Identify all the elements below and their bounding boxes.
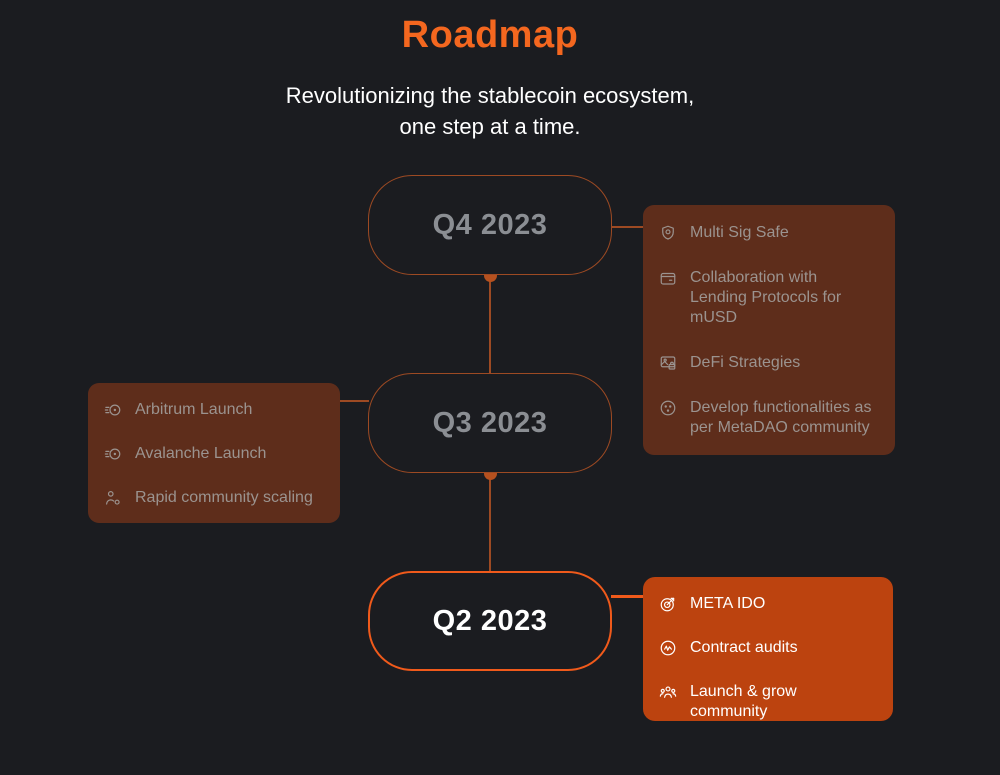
list-item-label: DeFi Strategies [690, 354, 801, 371]
launch-disc-icon [104, 401, 122, 419]
q2-details-panel: META IDO Contract audits [643, 577, 893, 721]
timeline-node-q3-2023: Q3 2023 [368, 373, 612, 473]
face-icon [659, 399, 677, 417]
list-item: META IDO [659, 594, 877, 614]
wallet-icon [659, 269, 677, 287]
image-lock-icon [659, 354, 677, 372]
person-scaling-icon [104, 489, 122, 507]
list-item: Avalanche Launch [104, 444, 324, 464]
list-item: Collaboration with Lending Protocols for… [659, 268, 879, 328]
shield-icon [659, 224, 677, 242]
target-icon [659, 595, 677, 613]
group-icon [659, 683, 677, 701]
list-item-label: Collaboration with Lending Protocols for… [690, 269, 842, 326]
connector-q4-to-panel [612, 226, 644, 228]
list-item: Multi Sig Safe [659, 223, 879, 243]
list-item-label: Rapid community scaling [135, 489, 313, 506]
list-item-label: Avalanche Launch [135, 445, 267, 462]
q4-details-panel: Multi Sig Safe Collaboration with Lendin… [643, 205, 895, 455]
connector-q3-to-panel [337, 400, 369, 402]
node-label: Q2 2023 [432, 604, 548, 637]
list-item: Contract audits [659, 638, 877, 658]
page-subtitle: Revolutionizing the stablecoin ecosystem… [0, 80, 980, 142]
list-item: Arbitrum Launch [104, 400, 324, 420]
subtitle-line-2: one step at a time. [399, 114, 581, 139]
list-item-label: META IDO [690, 595, 766, 612]
list-item: DeFi Strategies [659, 353, 879, 373]
list-item-label: Arbitrum Launch [135, 401, 253, 418]
timeline-node-q4-2023: Q4 2023 [368, 175, 612, 275]
list-item: Launch & grow community [659, 682, 877, 722]
list-item: Rapid community scaling [104, 488, 324, 508]
connector-q4-to-q3 [489, 275, 491, 373]
node-label: Q4 2023 [432, 208, 548, 241]
launch-disc-icon [104, 445, 122, 463]
list-item-label: Contract audits [690, 639, 798, 656]
audit-icon [659, 639, 677, 657]
list-item: Develop functionalities as per MetaDAO c… [659, 398, 879, 438]
list-item-label: Launch & grow community [690, 683, 797, 720]
timeline-node-q2-2023: Q2 2023 [368, 571, 612, 671]
list-item-label: Develop functionalities as per MetaDAO c… [690, 399, 872, 436]
connector-q2-to-panel [611, 595, 644, 598]
page-title: Roadmap [401, 14, 579, 56]
subtitle-line-1: Revolutionizing the stablecoin ecosystem… [285, 83, 695, 108]
node-label: Q3 2023 [432, 406, 548, 439]
connector-q3-to-q2 [489, 473, 491, 571]
list-item-label: Multi Sig Safe [690, 224, 789, 241]
q3-details-panel: Arbitrum Launch Avalanche Launch [88, 383, 340, 523]
